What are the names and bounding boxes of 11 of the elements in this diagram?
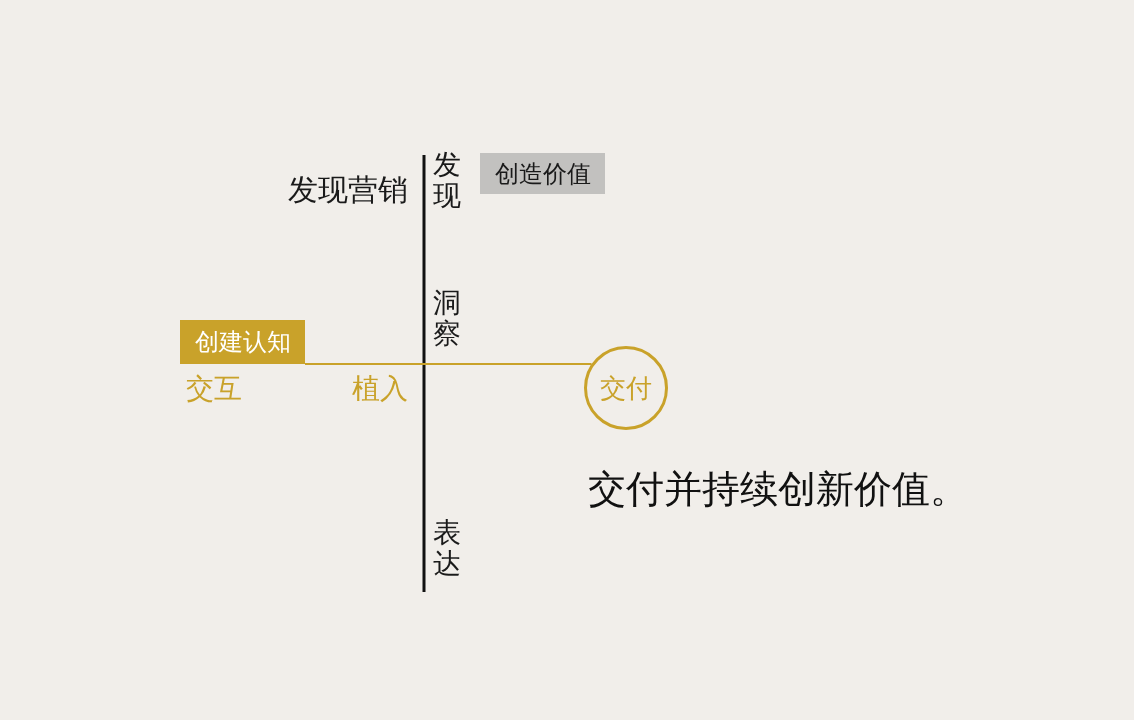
value-box: 创造价值 — [480, 153, 605, 194]
axis-label: 交互 — [186, 371, 242, 407]
cognition-box: 创建认知 — [180, 320, 305, 364]
axis-label: 表达 — [433, 518, 461, 580]
connector-line — [304, 363, 593, 365]
axis-label: 洞察 — [433, 288, 461, 350]
axis-label: 发现 — [433, 150, 461, 212]
axis-label: 植入 — [352, 371, 408, 407]
delivery-circle: 交付 — [584, 346, 668, 430]
heading-text: 发现营销 — [287, 171, 408, 209]
statement-text: 交付并持续创新价值。 — [588, 466, 968, 513]
